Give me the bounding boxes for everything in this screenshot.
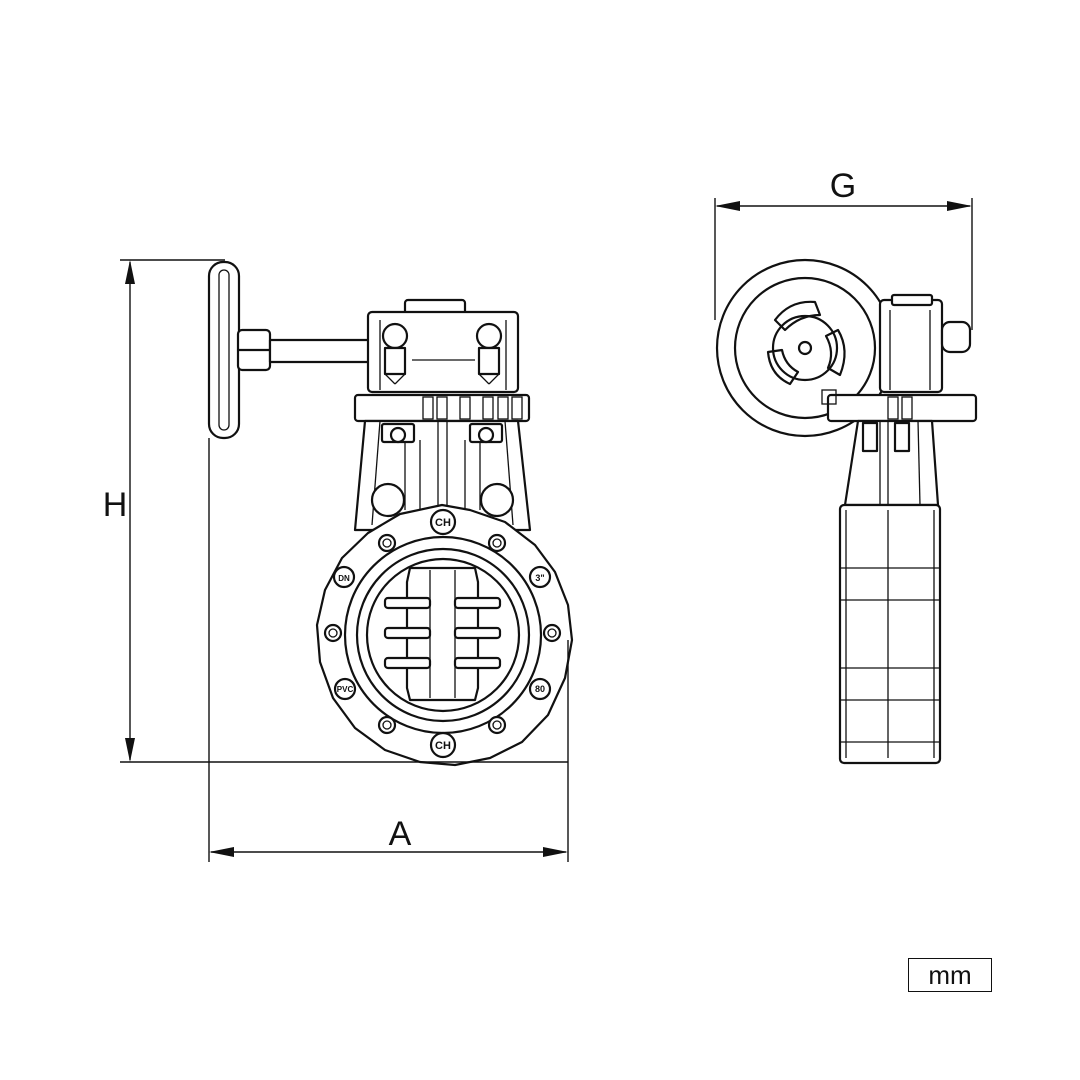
front-view: CH CH DN 3" PVC 80 xyxy=(207,260,574,767)
stamp-left-lower: PVC xyxy=(337,685,354,694)
stamp-right-lower: 80 xyxy=(535,684,545,694)
dimension-A: A xyxy=(208,438,569,862)
neck-side xyxy=(843,419,940,540)
stamp-top: CH xyxy=(435,517,451,529)
valve-disc xyxy=(383,566,502,702)
gearbox xyxy=(366,298,520,394)
valve-body-flange: CH CH DN 3" PVC 80 xyxy=(315,503,574,767)
unit-label: mm xyxy=(928,959,972,990)
dimension-H: H xyxy=(103,259,568,763)
body-stamps: CH CH DN 3" PVC 80 xyxy=(332,508,552,759)
side-view xyxy=(715,258,978,765)
width-label: A xyxy=(389,815,412,853)
stamp-left-upper: DN xyxy=(338,574,350,583)
drive-shaft xyxy=(268,338,372,364)
mounting-flange xyxy=(353,393,531,423)
stamp-bottom: CH xyxy=(435,740,451,752)
dimension-G: G xyxy=(714,167,973,330)
mounting-flange-side xyxy=(821,389,978,423)
unit-box: mm xyxy=(908,958,992,992)
flange-bolts xyxy=(323,533,562,735)
body-side xyxy=(838,503,942,765)
valve-neck xyxy=(353,419,532,532)
handwheel-label: G xyxy=(830,167,856,205)
stamp-right-upper: 3" xyxy=(535,573,544,583)
handwheel-side xyxy=(207,260,272,440)
height-label: H xyxy=(103,486,128,524)
gearbox-side xyxy=(878,293,972,394)
